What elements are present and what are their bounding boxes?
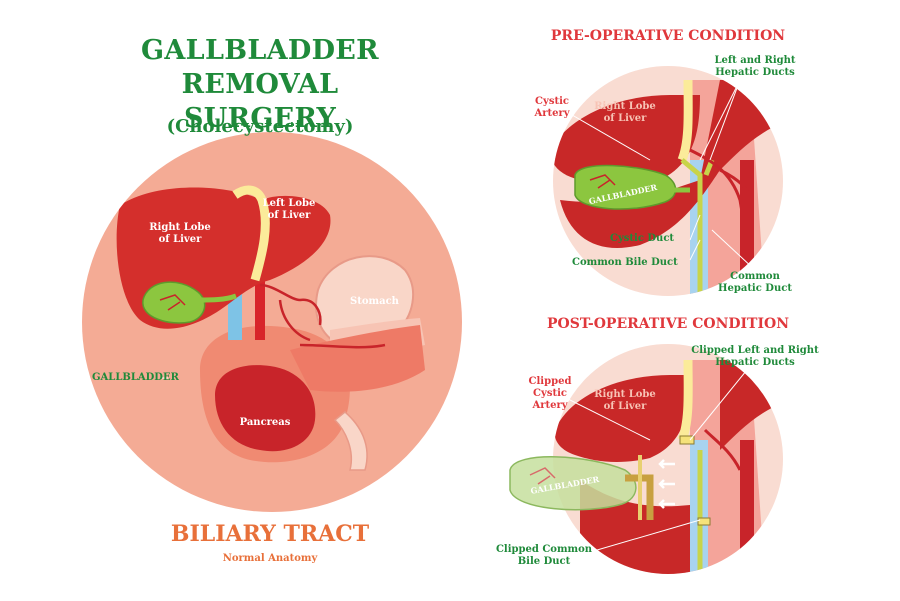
- main-title-line1: GALLBLADDER REMOVAL: [141, 35, 379, 100]
- biliary-tract-title: BILIARY TRACT: [170, 521, 370, 547]
- post-op-title: POST-OPERATIVE CONDITION: [546, 316, 790, 332]
- main-anatomy-circle: [82, 132, 462, 512]
- main-title: GALLBLADDER REMOVAL SURGERY: [60, 34, 460, 136]
- main-stomach-label: Stomach: [350, 296, 399, 307]
- pre-op-common-bile-duct-label: Common Bile Duct: [572, 257, 678, 268]
- post-op-clipped-hepatic-ducts-label: Clipped Left and Right Hepatic Ducts: [691, 345, 819, 368]
- pre-op-cystic-duct-label: Cystic Duct: [610, 233, 675, 244]
- main-subtitle: (Cholecystectomy): [166, 116, 354, 137]
- leader-lines: [160, 79, 756, 556]
- pre-op-liver: [553, 95, 700, 186]
- normal-anatomy-label: Normal Anatomy: [222, 553, 318, 564]
- post-op-clipped-common-bile-duct-label: Clipped Common Bile Duct: [495, 544, 593, 567]
- main-gallbladder-label: GALLBLADDER: [92, 372, 179, 383]
- pre-op-title: PRE-OPERATIVE CONDITION: [550, 28, 786, 44]
- pre-op-cystic-artery-label: Cystic Artery: [534, 96, 570, 119]
- main-left-lobe-label: Left Lobe of Liver: [262, 198, 316, 221]
- post-op-circle: [509, 344, 783, 574]
- pre-op-right-lobe-label: Right Lobe of Liver: [594, 101, 656, 124]
- pre-op-hepatic-ducts-label: Left and Right Hepatic Ducts: [714, 55, 796, 78]
- main-pancreas-label: Pancreas: [239, 417, 291, 428]
- post-op-right-lobe-label: Right Lobe of Liver: [594, 389, 656, 412]
- post-op-liver: [554, 375, 690, 462]
- pre-op-common-hepatic-duct-label: Common Hepatic Duct: [718, 271, 792, 294]
- main-right-lobe-label: Right Lobe of Liver: [149, 222, 211, 245]
- gallbladder-shape: [142, 281, 206, 324]
- post-op-clipped-cystic-artery-label: Clipped Cystic Artery: [528, 376, 572, 411]
- main-title-line2: SURGERY: [183, 103, 337, 134]
- pre-op-circle: [553, 66, 783, 296]
